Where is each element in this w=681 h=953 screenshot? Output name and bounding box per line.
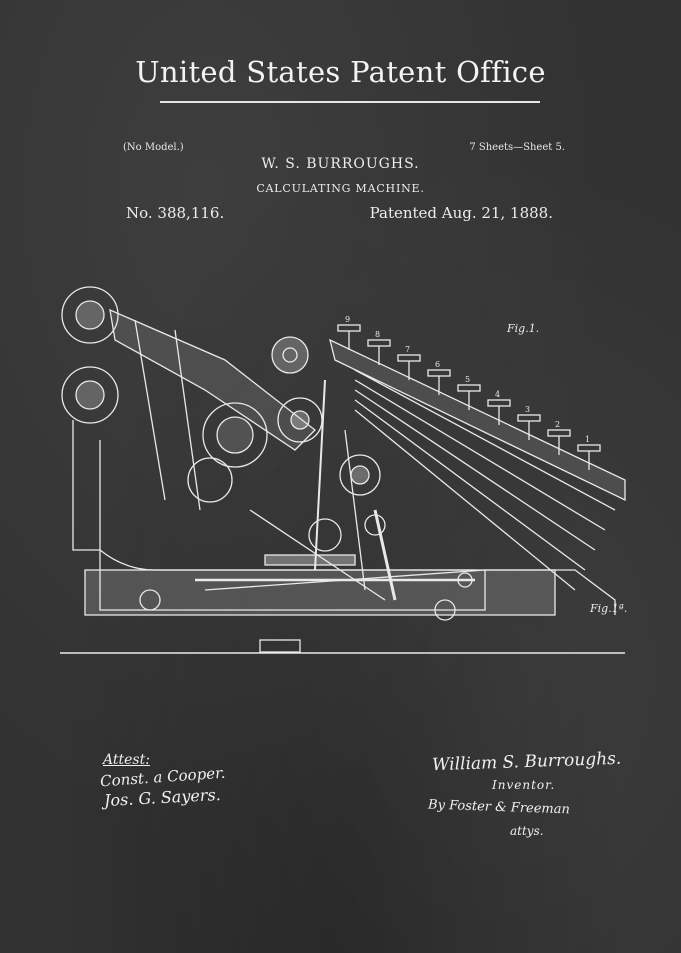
key-label-1: 1 xyxy=(585,435,590,444)
foot xyxy=(259,639,301,653)
attest-label: Attest: xyxy=(103,752,150,768)
gear-central xyxy=(271,336,309,374)
key-label-6: 6 xyxy=(435,360,440,369)
title-underline xyxy=(160,101,540,103)
inventor-name: W. S. BURROUGHS. xyxy=(261,156,420,172)
key-label-2: 2 xyxy=(555,420,560,429)
disc-bottom-2 xyxy=(364,514,386,536)
rack xyxy=(264,554,356,566)
invention-title: CALCULATING MACHINE. xyxy=(256,182,425,195)
key-label-7: 7 xyxy=(405,345,410,354)
patent-number: No. 388,116. xyxy=(126,204,225,222)
key-label-3: 3 xyxy=(525,405,530,414)
page-title: United States Patent Office xyxy=(135,55,546,89)
base-plate xyxy=(84,569,556,616)
disc-left xyxy=(202,402,268,468)
inventor-label: Inventor. xyxy=(492,778,556,792)
keyboard-slope xyxy=(329,338,626,502)
patent-date: Patented Aug. 21, 1888. xyxy=(369,204,553,222)
sheet-count: 7 Sheets—Sheet 5. xyxy=(469,142,565,153)
key-row xyxy=(337,324,601,470)
patent-drawing: 9 8 7 6 5 4 3 2 1 Fig.1. Fig.1ª. xyxy=(60,286,627,654)
key-label-9: 9 xyxy=(345,315,350,324)
disc-bottom xyxy=(308,518,342,552)
wheel-lower xyxy=(61,366,119,424)
key-label-8: 8 xyxy=(375,330,380,339)
wheel-upper xyxy=(61,286,119,344)
disc-right xyxy=(339,454,381,496)
key-label-5: 5 xyxy=(465,375,470,384)
main-lever xyxy=(109,308,316,451)
fig-1-label: Fig.1. xyxy=(506,322,539,335)
machine-frame xyxy=(72,420,616,615)
attorney-label: attys. xyxy=(510,824,544,838)
fig-1a-label: Fig.1ª. xyxy=(589,602,627,615)
key-label-4: 4 xyxy=(495,390,500,399)
no-model-note: (No Model.) xyxy=(123,142,184,153)
disc-lower xyxy=(187,457,233,503)
frame-body xyxy=(99,440,475,571)
